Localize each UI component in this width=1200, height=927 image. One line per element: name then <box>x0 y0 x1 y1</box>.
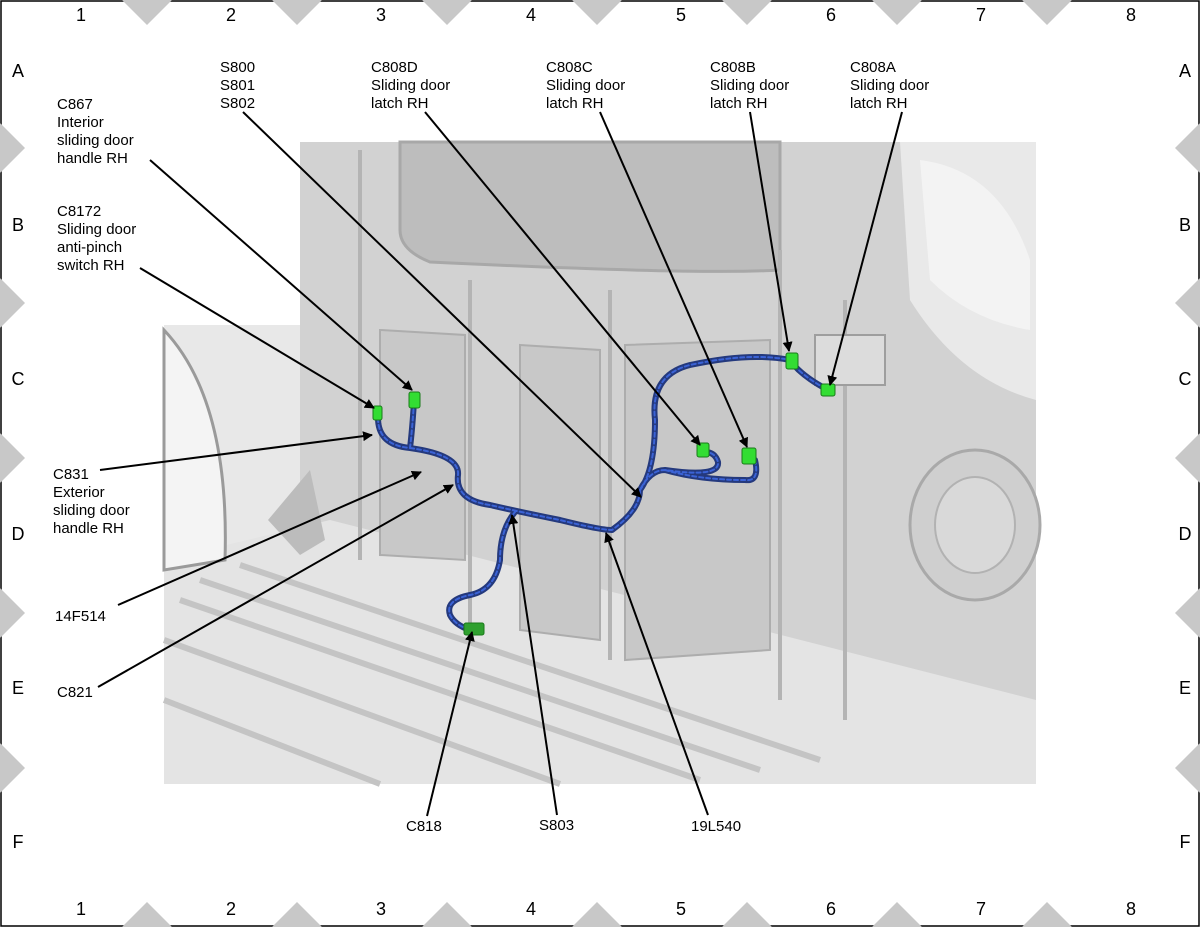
grid-column-6-bottom: 6 <box>825 899 836 919</box>
label-c867: C867 Interior sliding door handle RH <box>57 96 134 167</box>
label-14f514: 14F514 <box>55 608 106 625</box>
leader-s803 <box>508 514 558 816</box>
grid-column-8-bottom: 8 <box>1125 899 1136 919</box>
leader-s800 <box>242 111 642 498</box>
leader-c808a <box>827 111 903 386</box>
grid-column-7-bottom: 7 <box>975 899 986 919</box>
leader-14f514 <box>117 471 422 606</box>
grid-column-1-bottom: 1 <box>75 899 86 919</box>
grid-row-a-right: A <box>1178 61 1191 81</box>
connector-c808b <box>785 352 799 370</box>
grid-column-8-top: 8 <box>1125 5 1136 25</box>
connector-c808a <box>820 383 836 397</box>
grid-column-2-top: 2 <box>225 5 236 25</box>
leader-c821 <box>97 484 454 688</box>
leader-19l540 <box>604 532 709 816</box>
grid-column-6-top: 6 <box>825 5 836 25</box>
leader-c808b <box>749 111 793 352</box>
label-c808a: C808A Sliding door latch RH <box>850 59 930 112</box>
label-s803: S803 <box>539 817 575 834</box>
wiring-harness <box>375 353 831 633</box>
label-c831: C831 Exterior sliding door handle RH <box>53 466 130 537</box>
leader-c808c <box>599 111 748 448</box>
leader-c8172 <box>139 267 375 409</box>
label-c808b: C808B Sliding door latch RH <box>710 59 790 112</box>
grid-column-5-top: 5 <box>675 5 686 25</box>
connector-c808c <box>741 447 757 465</box>
grid-row-a-left: A <box>11 61 24 81</box>
leader-c831 <box>99 431 373 471</box>
grid-column-4-bottom: 4 <box>525 899 536 919</box>
label-c821: C821 <box>57 684 93 701</box>
grid-row-d-left: D <box>11 524 25 544</box>
grid-row-d-right: D <box>1178 524 1192 544</box>
leader-lines <box>97 111 903 817</box>
grid-column-3-bottom: 3 <box>375 899 386 919</box>
grid-column-3-top: 3 <box>375 5 386 25</box>
grid-row-f-left: F <box>12 832 24 852</box>
grid-column-5-bottom: 5 <box>675 899 686 919</box>
connector-c867 <box>408 391 421 409</box>
vehicle-panel-illustration <box>162 140 1042 787</box>
grid-column-1-top: 1 <box>75 5 86 25</box>
grid-column-2-bottom: 2 <box>225 899 236 919</box>
leader-c818 <box>426 631 475 817</box>
grid-row-f-right: F <box>1179 832 1191 852</box>
label-c808d: C808D Sliding door latch RH <box>371 59 451 112</box>
connector-c8172 <box>372 405 383 421</box>
grid-column-4-top: 4 <box>525 5 536 25</box>
grid-row-e-left: E <box>11 678 24 698</box>
connector-c808d <box>696 442 710 458</box>
grid-row-e-right: E <box>1178 678 1191 698</box>
harness-cable-highlight <box>377 355 829 631</box>
label-19l540: 19L540 <box>691 818 742 835</box>
label-c808c: C808C Sliding door latch RH <box>546 59 626 112</box>
label-s800-s801-s802: S800 S801 S802 <box>220 59 256 112</box>
grid-row-b-right: B <box>1178 215 1191 235</box>
grid-row-c-left: C <box>11 369 25 389</box>
leader-c867 <box>149 159 413 391</box>
grid-row-b-left: B <box>11 215 24 235</box>
connector-c818 <box>463 622 485 636</box>
grid-row-c-right: C <box>1178 369 1192 389</box>
label-c818: C818 <box>406 818 442 835</box>
grid-column-7-top: 7 <box>975 5 986 25</box>
leader-c808d <box>424 111 701 446</box>
label-c8172: C8172 Sliding door anti-pinch switch RH <box>57 203 137 274</box>
